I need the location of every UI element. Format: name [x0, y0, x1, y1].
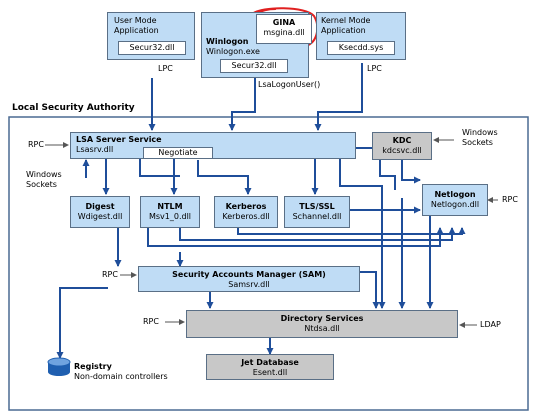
tls-ssl-box: TLS/SSL Schannel.dll [284, 196, 350, 228]
kerberos-to-ds-arrow [339, 158, 386, 309]
sam-box: Security Accounts Manager (SAM) Samsrv.d… [138, 266, 360, 292]
directory-services-box: Directory Services Ntdsa.dll [186, 310, 458, 338]
rpc-ds-label: RPC [143, 317, 159, 326]
kerberos-netlogon-bus [237, 227, 466, 235]
gina-box: GINA msgina.dll [256, 14, 312, 44]
sam-to-ds-arrow [360, 271, 380, 309]
kerberos-box: Kerberos Kerberos.dll [214, 196, 278, 228]
kernel-mode-application-box: Kernel Mode Application Ksecdd.sys [316, 12, 406, 60]
windows-sockets-right-label: Windows Sockets [462, 128, 498, 147]
ksecdd-box: Ksecdd.sys [327, 41, 395, 55]
negotiate-to-kerberos-arrow [197, 160, 252, 195]
lsa-bus-line [139, 158, 180, 177]
winlogon-secur32-box: Secur32.dll [220, 59, 288, 73]
ntlm-netlogon-bus [147, 227, 444, 247]
sam-to-registry-arrow [56, 287, 108, 359]
lsa-title: Local Security Authority [12, 103, 135, 113]
rpc-sam-label: RPC [102, 270, 118, 279]
ldap-label: LDAP [480, 320, 501, 329]
ntlm-box: NTLM Msv1_0.dll [140, 196, 200, 228]
lsa-server-service-box: LSA Server Service Lsasrv.dll Negotiate [70, 132, 356, 159]
lsalogonuser-label: LsaLogonUser() [258, 80, 321, 89]
rpc-lsa-label: RPC [28, 140, 44, 149]
lpc-user-label: LPC [158, 64, 173, 73]
netlogon-box: Netlogon Netlogon.dll [422, 184, 488, 216]
lsalogonuser-arrow [228, 76, 256, 131]
user-mode-application-box: User Mode Application Secur32.dll [107, 12, 195, 60]
digest-box: Digest Wdigest.dll [70, 196, 130, 228]
negotiate-box: Negotiate [143, 147, 213, 159]
jet-database-box: Jet Database Esent.dll [206, 354, 334, 380]
registry-label: Registry Non-domain controllers [74, 362, 168, 381]
lpc-kernel-arrow [314, 63, 363, 131]
windows-sockets-left-label: Windows Sockets [26, 170, 62, 189]
lsa-frame [8, 116, 529, 411]
lpc-kernel-label: LPC [367, 64, 382, 73]
kdc-box: KDC kdcsvc.dll [372, 132, 432, 160]
user-secur32-box: Secur32.dll [118, 41, 186, 55]
rpc-netlogon-label: RPC [502, 195, 518, 204]
registry-cylinder-icon [47, 357, 71, 376]
kdc-link-line [379, 158, 396, 190]
